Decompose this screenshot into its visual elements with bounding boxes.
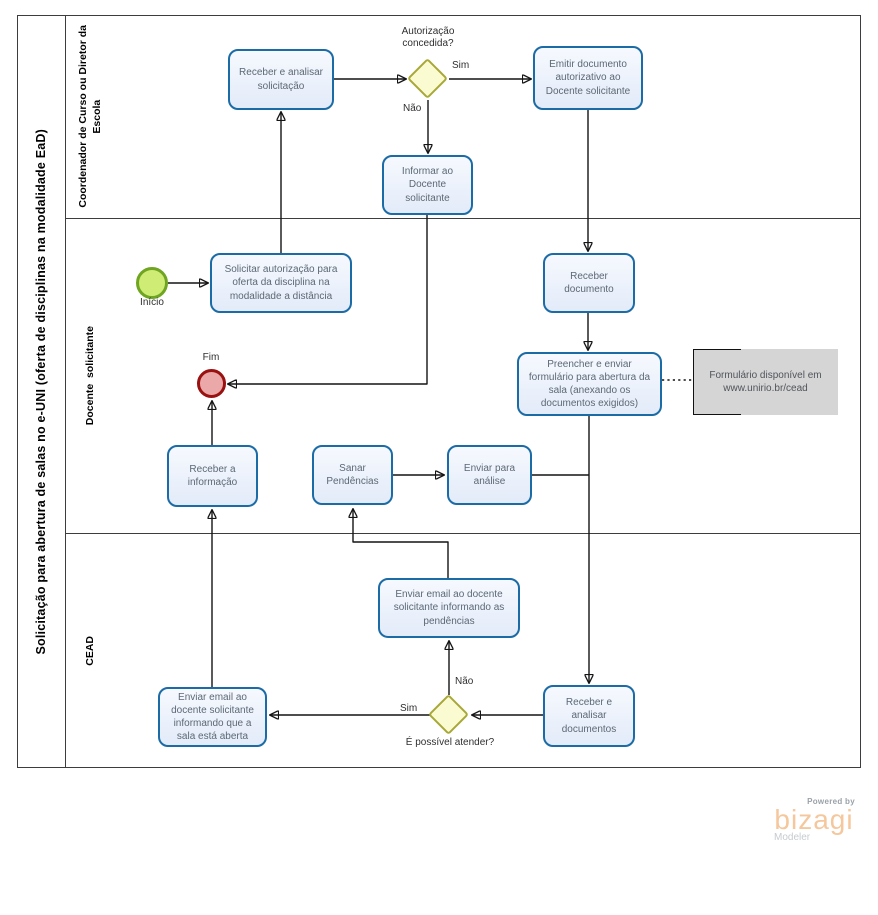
task-receber-informacao[interactable]: Receber a informação [167, 445, 258, 507]
task-preencher-enviar-formulario[interactable]: Preencher e enviar formulário para abert… [517, 352, 662, 416]
pool-border [17, 15, 861, 768]
powered-by-text: Powered by [807, 797, 855, 806]
task-label: Emitir documento autorizativo ao Docente… [545, 59, 631, 97]
start-event-label: Início [140, 297, 164, 308]
pool-title: Solicitação para abertura de salas no e-… [17, 15, 65, 768]
lane-divider-1 [66, 218, 861, 219]
task-receber-analisar-solicitacao[interactable]: Receber e analisar solicitação [228, 49, 334, 110]
task-label: Informar ao Docente solicitante [401, 166, 454, 204]
flow-label-nao-1: Não [403, 103, 422, 114]
bizagi-logo: bizagi [774, 804, 854, 835]
lane-divider-2 [66, 533, 861, 534]
task-label: Receber documento [564, 270, 614, 295]
task-receber-documento[interactable]: Receber documento [543, 253, 635, 313]
flow-label-sim-1: Sim [452, 60, 470, 71]
task-label: Enviar email ao docente solicitante info… [171, 691, 254, 743]
gateway-possivel-label: É possível atender? [405, 737, 495, 748]
bizagi-branding: Powered by bizagi Modeler [768, 797, 860, 843]
lane-docente: Docente solicitante [66, 218, 114, 533]
annotation-text: Formulário disponível em www.unirio.br/c… [709, 369, 822, 395]
end-event-fim[interactable] [197, 369, 226, 398]
pool-title-divider [65, 15, 66, 768]
task-label: Receber e analisar solicitação [239, 67, 323, 92]
annotation-bracket [693, 349, 741, 415]
task-label: Preencher e enviar formulário para abert… [528, 358, 651, 410]
flow-label-sim-2: Sim [400, 703, 418, 714]
start-event-inicio[interactable] [136, 267, 168, 299]
task-sanar-pendencias[interactable]: Sanar Pendências [312, 445, 393, 505]
task-enviar-email-sala-aberta[interactable]: Enviar email ao docente solicitante info… [158, 687, 267, 747]
task-label: Receber e analisar documentos [561, 697, 617, 735]
task-label: Solicitar autorização para oferta da dis… [224, 264, 338, 302]
task-enviar-para-analise[interactable]: Enviar para análise [447, 445, 532, 505]
task-receber-analisar-documentos[interactable]: Receber e analisar documentos [543, 685, 635, 747]
task-label: Enviar email ao docente solicitante info… [393, 589, 505, 627]
end-event-label: Fim [202, 352, 220, 363]
task-label: Enviar para análise [463, 462, 516, 487]
task-label: Sanar Pendências [326, 462, 379, 487]
pool-title-text: Solicitação para abertura de salas no e-… [34, 128, 48, 655]
task-label: Receber a informação [187, 463, 238, 488]
task-enviar-email-pendencias[interactable]: Enviar email ao docente solicitante info… [378, 578, 520, 638]
annotation-formulario[interactable]: Formulário disponível em www.unirio.br/c… [693, 349, 838, 415]
gateway-autorizacao-label: Autorização concedida? [401, 26, 455, 49]
task-emitir-documento[interactable]: Emitir documento autorizativo ao Docente… [533, 46, 643, 110]
lane-coordenador-label: Coordenador de Curso ou Diretor da Escol… [76, 25, 103, 208]
task-informar-docente[interactable]: Informar ao Docente solicitante [382, 155, 473, 215]
task-solicitar-autorizacao[interactable]: Solicitar autorização para oferta da dis… [210, 253, 352, 313]
modeler-text: Modeler [774, 832, 811, 843]
flow-label-nao-2: Não [455, 676, 474, 687]
lane-docente-label: Docente solicitante [83, 325, 96, 426]
lane-coordenador: Coordenador de Curso ou Diretor da Escol… [66, 15, 114, 218]
lane-cead: CEAD [66, 533, 114, 768]
lane-cead-label: CEAD [83, 635, 96, 666]
